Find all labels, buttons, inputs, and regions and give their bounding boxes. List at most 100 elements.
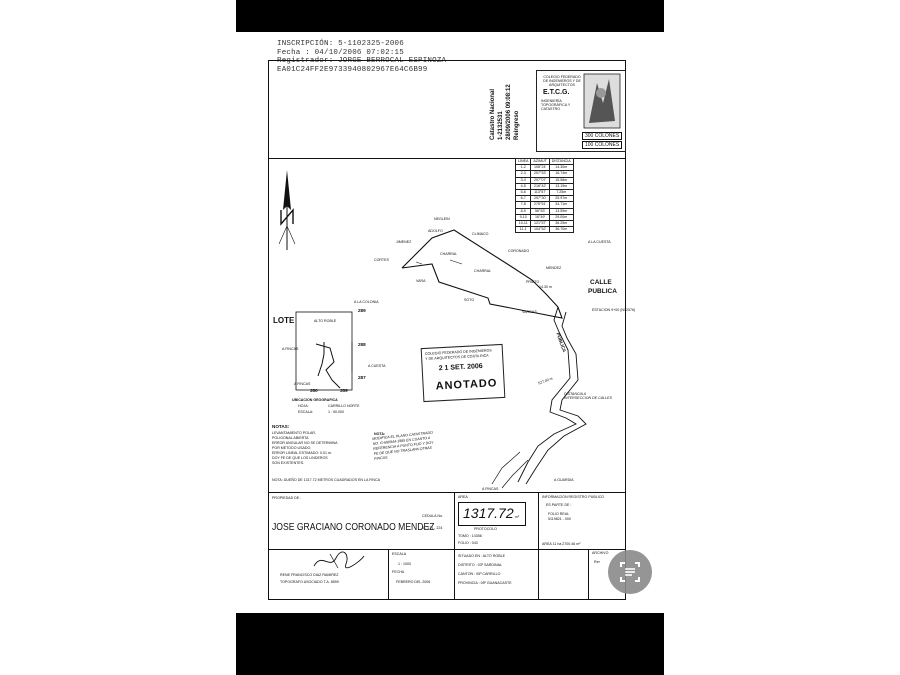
list-item: POR METODO USADO. bbox=[272, 446, 312, 450]
anotado-date: 2 1 SET. 2006 bbox=[438, 362, 483, 373]
title-block-vline-4 bbox=[588, 549, 589, 600]
anotado-stamp: COLEGIO FEDERADO DE INGENIEROS Y DE ARQU… bbox=[420, 343, 506, 403]
publica-label: PUBLICA bbox=[588, 288, 617, 295]
table-cell: 29.00m bbox=[548, 213, 574, 222]
table-cell: 16.74m bbox=[548, 170, 574, 178]
table-cell: 121°57' bbox=[530, 220, 550, 228]
list-item: ERROR ANGULAR NO SE DETERMINA bbox=[272, 441, 338, 445]
col-distancia: DISTANCIA bbox=[548, 157, 574, 166]
protocolo-label: PROTOCOLO bbox=[474, 527, 497, 531]
lote-label: LOTE bbox=[273, 316, 295, 325]
neighbor-6: CHARRAL bbox=[440, 252, 458, 256]
grid-288: 288 bbox=[358, 342, 366, 347]
table-cell: 36.25m bbox=[548, 220, 574, 228]
table-cell: 36.70m bbox=[548, 226, 574, 234]
title-block-divider bbox=[269, 492, 626, 493]
bottom-black-bar bbox=[236, 613, 664, 675]
nota-title: NOTA: bbox=[374, 432, 386, 436]
grid-350: 350 bbox=[310, 388, 318, 393]
neighbor-9: MENDEZ bbox=[546, 266, 562, 270]
scan-text-button[interactable] bbox=[608, 550, 652, 594]
grid-359: 359 bbox=[340, 388, 348, 393]
table-cell: 14.30m bbox=[548, 164, 574, 172]
table-cell: 34.71m bbox=[548, 201, 574, 209]
grid-289: 289 bbox=[358, 308, 366, 313]
seal-caption: COLEGIO FEDERADO DE INGENIEROS Y DE ARQU… bbox=[543, 75, 581, 87]
title-block-vline-3 bbox=[388, 549, 389, 600]
surveyor-name: RENE FRANCISCO DIAZ RAMIREZ bbox=[280, 573, 339, 577]
fecha-block-value: FEBRERO DEL 2006 bbox=[396, 580, 431, 584]
stamp-100-colones: 100 COLONES bbox=[582, 141, 623, 149]
table-cell: 1-2 bbox=[514, 164, 532, 172]
grid-287: 287 bbox=[358, 375, 366, 380]
escala-block-label: ESCALA bbox=[392, 552, 407, 556]
neighbor-8: CHARRAL bbox=[474, 269, 492, 273]
parcel-plan-drawing bbox=[295, 229, 587, 489]
hoja-label: HOJA: bbox=[298, 404, 309, 408]
a-cuesta-label: A CUESTA bbox=[368, 364, 386, 368]
a-fincas-label-2: A FINCAS bbox=[294, 382, 311, 386]
table-cell: 7.25m bbox=[548, 188, 574, 197]
neighbor-10: VARA bbox=[416, 279, 426, 283]
cedula-label: CEDULA No. bbox=[422, 514, 443, 518]
table-cell: 10-11 bbox=[514, 220, 532, 228]
a-la-cuesta-label: A LA CUESTA bbox=[588, 240, 611, 244]
table-cell: 11-1 bbox=[514, 226, 532, 234]
distance-label: 14.30 m bbox=[539, 285, 552, 289]
inscripcion-line: INSCRIPCIÓN: 5-1102325-2006 bbox=[277, 40, 404, 48]
stamp-300-colones: 300 COLONES bbox=[582, 132, 623, 140]
archivo-value: Rer bbox=[594, 560, 600, 564]
ubicacion-title: UBICACION GEOGRAFICA bbox=[292, 398, 338, 402]
neighbor-11: PRIETO bbox=[526, 280, 540, 284]
neighbor-4: JIMENEZ bbox=[396, 240, 412, 244]
table-cell: 6-7 bbox=[514, 195, 532, 203]
surveyor-signature bbox=[313, 551, 365, 569]
survey-plan-document: INSCRIPCIÓN: 5-1102325-2006 Fecha : 04/1… bbox=[236, 32, 664, 613]
propiedad-label: PROPIEDAD DE : bbox=[272, 496, 302, 500]
neighbor-13: VARGAS bbox=[522, 310, 537, 314]
area-total: AREA 11 ha 2700.46 m² bbox=[542, 542, 581, 546]
escala-label: ESCALA: bbox=[298, 410, 314, 414]
neighbor-5: CORONADO bbox=[508, 249, 530, 253]
table-cell: 275°51' bbox=[530, 201, 550, 209]
table-cell: 7-8 bbox=[514, 201, 532, 209]
hash-line: EA01C24FF2E9733940802967E64C6B99 bbox=[277, 66, 428, 74]
table-cell: 3-4 bbox=[514, 176, 532, 184]
title-block-divider-2 bbox=[269, 549, 626, 550]
seal-org: E.T.C.G. bbox=[543, 89, 570, 96]
owner-name: JOSE GRACIANO CORONADO MENDEZ bbox=[272, 522, 435, 533]
hoja-value: CARRILLO NORTE bbox=[328, 404, 360, 408]
table-cell: 108°24' bbox=[530, 164, 550, 172]
col-linea: LINEA bbox=[514, 157, 532, 166]
distancia-interseccion-label: DISTANCIA A INTERSECCION DE CALLES bbox=[564, 392, 612, 400]
table-cell: 104°52' bbox=[530, 226, 550, 234]
a-fincas-label-1: A FINCAS bbox=[282, 347, 299, 351]
area-box: 1317.72 m² bbox=[458, 502, 526, 526]
distrito-value: DISTRITO : 03º SARDINAL bbox=[458, 563, 502, 567]
escala-block-value: 1 : 1000 bbox=[398, 562, 411, 566]
neighbor-2: ADOLFO bbox=[428, 229, 443, 233]
table-cell: 15.58m bbox=[548, 176, 574, 184]
escala-value: 1 : 50,000 bbox=[328, 410, 344, 414]
registro-label: INFORMACION REGISTRO PUBLICO bbox=[542, 495, 605, 499]
neighbor-3: CLIMACO bbox=[472, 232, 489, 236]
la-colonia-label: A LA COLONIA bbox=[354, 300, 379, 304]
plan-frame bbox=[268, 60, 626, 600]
neighbor-12: SOTO bbox=[464, 298, 475, 302]
tomo-value: TOMO : 14356 bbox=[458, 534, 482, 538]
title-block-vline-2 bbox=[538, 492, 539, 600]
folio-real-value: 5119821 - 000 bbox=[548, 517, 571, 521]
north-arrow-icon bbox=[278, 170, 296, 250]
table-cell: 2-3 bbox=[514, 170, 532, 178]
table-cell: 9-10 bbox=[514, 213, 532, 222]
col-azimut: AZIMUT bbox=[530, 157, 550, 166]
table-cell: 13.59m bbox=[548, 207, 574, 215]
